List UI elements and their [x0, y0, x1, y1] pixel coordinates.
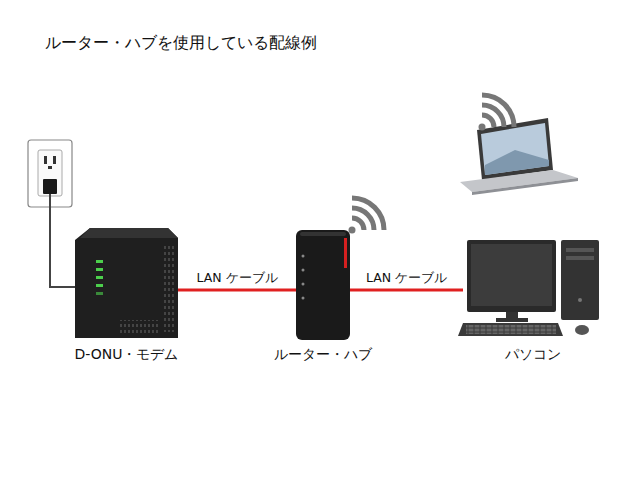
device-node: D-ONU・モデム	[75, 228, 178, 364]
cable-label: LAN ケーブル	[364, 270, 449, 287]
modem-illustration	[75, 228, 178, 338]
laptop-illustration	[460, 118, 578, 195]
desktop-pc-illustration	[458, 240, 599, 336]
wifi-icon	[479, 95, 515, 131]
device-node: パソコン	[463, 228, 603, 364]
router-illustration	[296, 230, 350, 340]
device-label: ルーター・ハブ	[274, 346, 372, 364]
device-label: D-ONU・モデム	[75, 346, 179, 364]
wifi-icon	[349, 198, 385, 234]
cable-label: LAN ケーブル	[194, 270, 279, 287]
diagram-title: ルーター・ハブを使用している配線例	[45, 33, 317, 54]
device-node: ルーター・ハブ	[296, 228, 350, 364]
lan-cable	[350, 289, 463, 292]
power-cord	[50, 194, 75, 287]
device-label: パソコン	[505, 346, 561, 364]
lan-cable	[178, 289, 296, 292]
